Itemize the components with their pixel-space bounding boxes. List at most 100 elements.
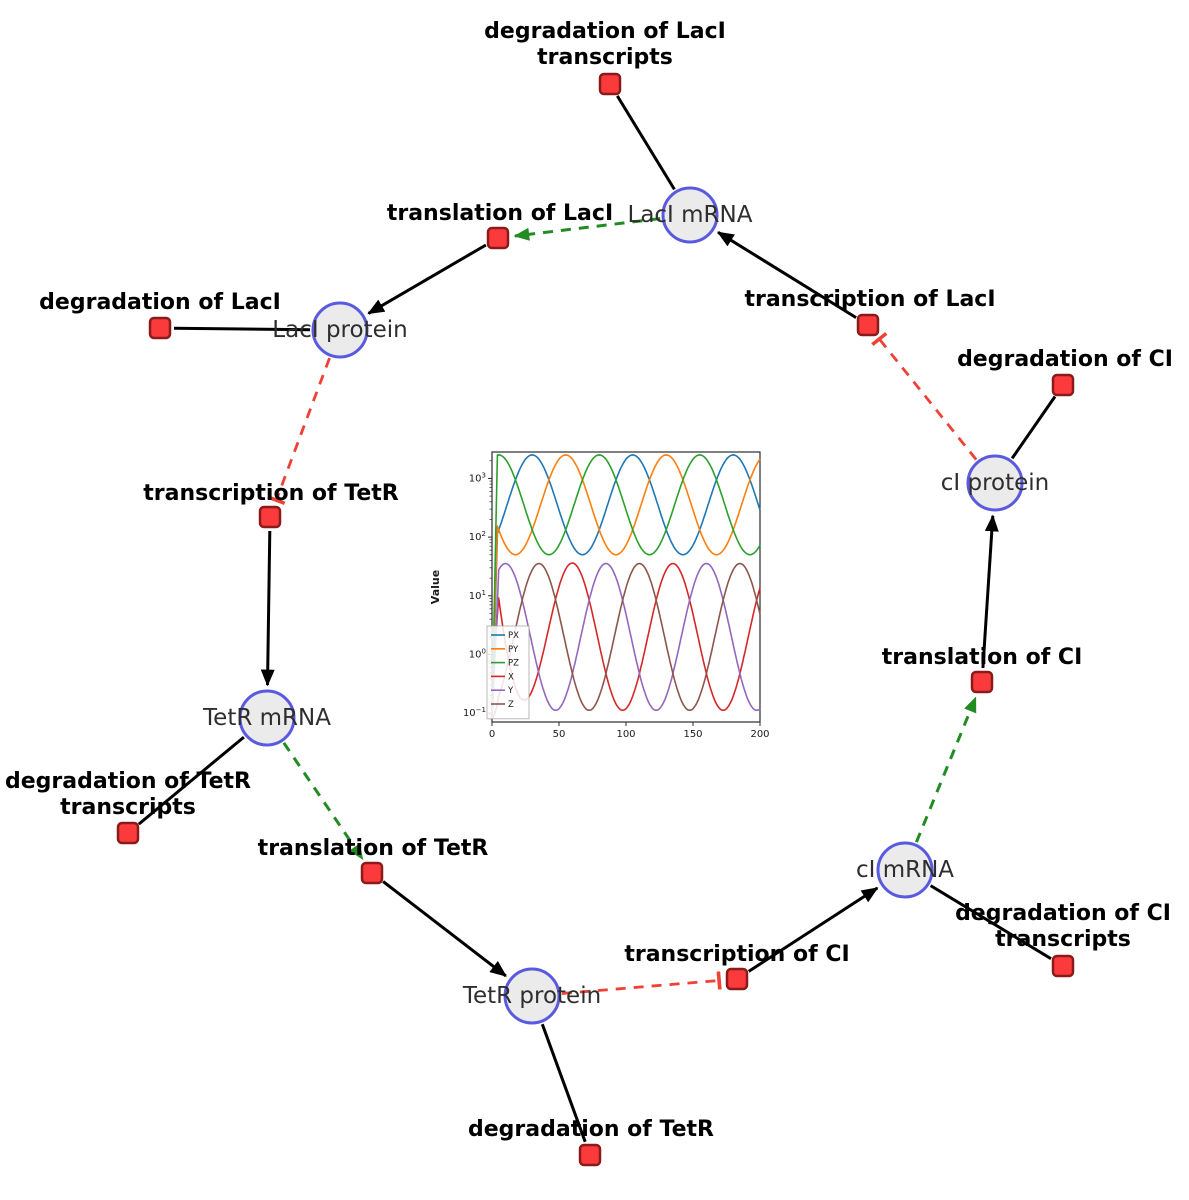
reaction-square[interactable] [725,967,749,991]
reaction-node-deg_ci[interactable]: degradation of CI [957,347,1173,397]
edge-modifier-ci_mrna-transl_ci [915,696,977,843]
reaction-label: translation of TetR [258,836,489,861]
reaction-square[interactable] [258,505,282,529]
inset-chart-svg: 05010015020010−1100101102103TimeValuePXP… [425,443,770,738]
legend-label-Z: Z [508,700,514,710]
edge-modifier-tetr_mrna-transl_tetr [282,741,364,860]
reaction-node-tx_ci[interactable]: transcription of CI [624,942,850,991]
edge-consumption-laci_mrna-deg_laci_transcripts [616,95,676,191]
series-Z [491,562,761,720]
reaction-label: translation of CI [882,645,1083,670]
y-tick-label: 103 [469,471,486,484]
reaction-node-transl_laci[interactable]: translation of LacI [387,201,613,250]
legend-label-PY: PY [508,645,519,655]
y-axis-label: Value [429,570,442,604]
series-PY [491,454,761,720]
series-PX [491,454,761,720]
legend-label-PX: PX [508,631,519,641]
edge-modifier-laci_mrna-transl_laci [513,217,661,241]
reaction-node-deg_tetr[interactable]: degradation of TetR [468,1117,714,1167]
edge-consumption-tetr_mrna-deg_tetr_transcripts [137,735,245,826]
x-tick-label: 0 [489,729,495,738]
y-tick-label: 10−1 [463,706,486,719]
reaction-square[interactable] [970,670,994,694]
species-label: cI mRNA [856,857,954,883]
reaction-label: transcription of LacI [744,287,995,312]
reaction-label: transcripts [537,45,673,70]
species-circle[interactable] [503,967,561,1025]
edge-inhibition-tetr_protein-tx_ci [561,971,722,995]
reaction-label: transcripts [60,795,196,820]
series-PZ [491,454,761,720]
legend-label-Y: Y [507,686,514,696]
edge-production-transl_ci-ci_protein [981,514,999,669]
x-tick-label: 150 [683,729,702,738]
reaction-node-tx_laci[interactable]: transcription of LacI [744,287,996,337]
species-label: LacI protein [272,317,407,343]
x-tick-label: 100 [616,729,635,738]
reaction-label: degradation of CI [955,901,1171,926]
species-node-ci_mrna[interactable]: cI mRNA [856,841,954,899]
reaction-label: degradation of TetR [468,1117,714,1142]
y-tick-label: 101 [469,589,486,602]
reaction-square[interactable] [360,861,384,885]
reaction-label: degradation of LacI [39,290,281,315]
species-label: TetR mRNA [202,705,331,731]
reaction-label: transcription of TetR [143,481,399,506]
species-label: cI protein [941,470,1050,496]
reaction-label: degradation of LacI [484,19,726,44]
reaction-node-deg_laci[interactable]: degradation of LacI [39,290,281,340]
reaction-square[interactable] [148,316,172,340]
legend-label-PZ: PZ [508,659,519,669]
edge-production-transl_laci-laci_protein [367,243,487,315]
reaction-square[interactable] [598,72,622,96]
reaction-label: degradation of TetR [5,769,251,794]
species-circle[interactable] [238,689,296,747]
chart-legend: PX PY PZ XYZ [486,625,530,720]
x-tick-label: 50 [553,729,566,738]
species-node-laci_protein[interactable]: LacI protein [272,301,408,359]
reaction-square[interactable] [856,313,880,337]
species-circle[interactable] [876,841,934,899]
edge-production-transl_tetr-tetr_protein [382,880,507,978]
edge-consumption-laci_protein-deg_laci [173,326,311,332]
reaction-label: degradation of CI [957,347,1173,372]
edge-consumption-ci_mrna-deg_ci_transcripts [929,884,1052,960]
edge-production-tx_tetr-tetr_mrna [260,530,275,687]
species-node-tetr_mrna[interactable]: TetR mRNA [202,689,331,747]
species-circle[interactable] [311,301,369,359]
reaction-label: translation of LacI [387,201,613,226]
reaction-node-tx_tetr[interactable]: transcription of TetR [143,481,399,529]
reaction-square[interactable] [486,226,510,250]
y-tick-label: 100 [469,648,486,661]
reaction-square[interactable] [1051,373,1075,397]
edge-production-tx_laci-laci_mrna [716,231,857,319]
edge-production-tx_ci-ci_mrna [747,886,879,973]
species-node-laci_mrna[interactable]: LacI mRNA [628,186,753,244]
reaction-node-transl_tetr[interactable]: translation of TetR [258,836,489,885]
reaction-square[interactable] [578,1143,602,1167]
series-Y [491,562,761,720]
edge-inhibition-laci_protein-tx_tetr [267,357,331,505]
species-node-ci_protein[interactable]: cI protein [941,454,1050,512]
species-node-tetr_protein[interactable]: TetR protein [462,967,601,1025]
edge-consumption-ci_protein-deg_ci [1010,395,1057,460]
y-tick-label: 102 [469,530,486,543]
reaction-square[interactable] [1051,954,1075,978]
reaction-node-transl_ci[interactable]: translation of CI [882,645,1083,694]
species-circle[interactable] [661,186,719,244]
edge-consumption-tetr_protein-deg_tetr [540,1023,587,1143]
reaction-square[interactable] [116,821,140,845]
series-X [491,562,761,720]
reaction-label: transcripts [995,927,1131,952]
species-label: LacI mRNA [628,202,753,228]
x-tick-label: 200 [750,729,769,738]
legend-label-X: X [508,672,514,682]
edge-inhibition-ci_protein-tx_laci [871,331,978,461]
species-circle[interactable] [966,454,1024,512]
